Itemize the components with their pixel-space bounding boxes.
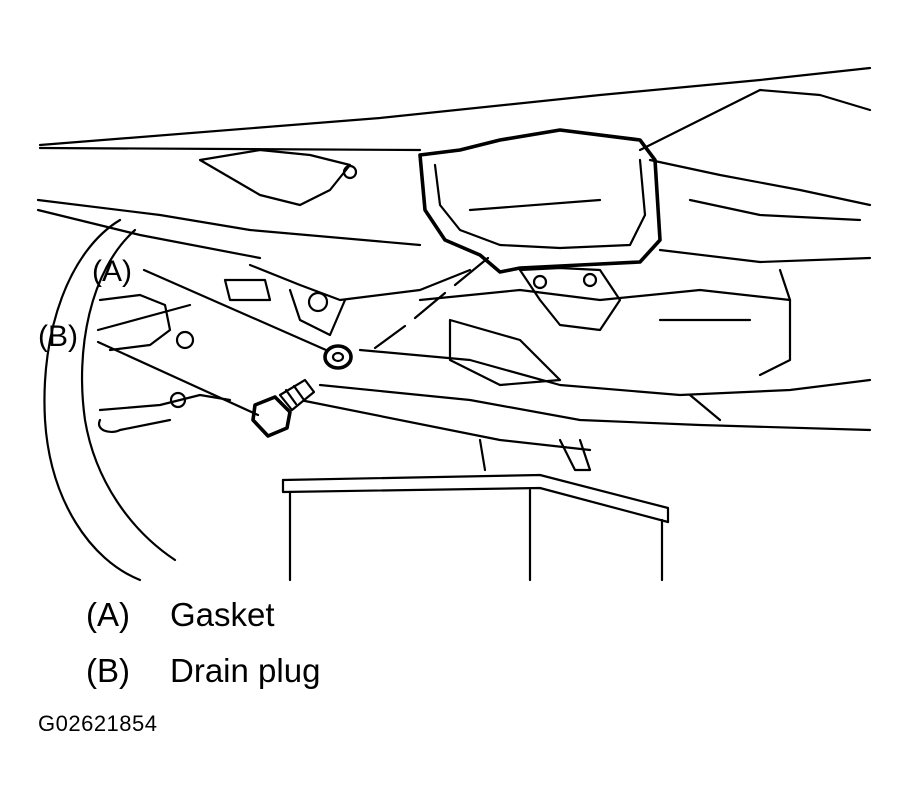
drain-plug (251, 378, 316, 438)
guide-line (373, 256, 490, 350)
legend-key-b: (B) (86, 652, 130, 689)
drain-pan (281, 438, 670, 582)
gasket (323, 344, 353, 370)
legend-row-b: (B) Drain plug (86, 652, 320, 690)
legend-label-a: Gasket (170, 596, 275, 633)
callout-a: (A) (92, 255, 132, 288)
callout-b: (B) (38, 320, 78, 353)
wheel (43, 218, 272, 582)
legend-key-a: (A) (86, 596, 130, 633)
legend-row-a: (A) Gasket (86, 596, 275, 634)
leader-line-a (142, 268, 328, 352)
vehicle-underbody (36, 66, 872, 452)
leader-line-b-upper (96, 303, 192, 332)
leader-line-b-lower (96, 340, 260, 417)
legend-label-b: Drain plug (170, 652, 321, 689)
figure-id: G02621854 (38, 711, 158, 736)
oil-pan (418, 128, 662, 274)
